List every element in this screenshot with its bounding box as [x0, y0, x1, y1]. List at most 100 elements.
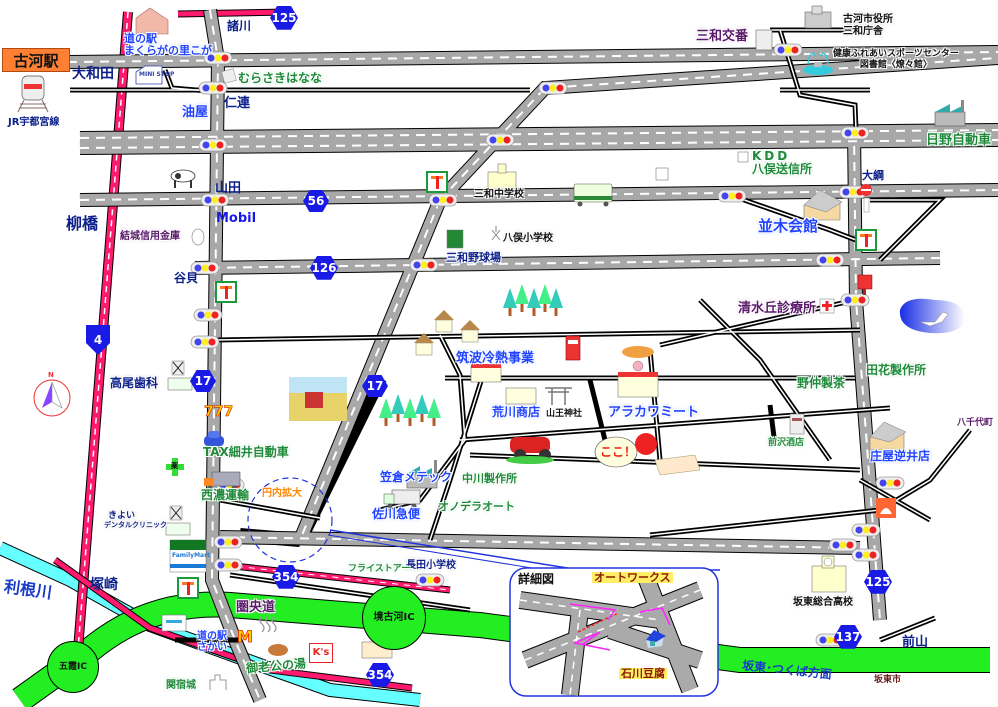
traffic-signal-icon	[828, 538, 858, 552]
michinoeki-building-icon	[135, 7, 169, 35]
takao-dental-label[interactable]: 高尾歯科	[110, 376, 159, 390]
kdd-line1: KDD	[752, 149, 791, 163]
tahana-label[interactable]: 田花製作所	[866, 363, 927, 377]
route-shield-r17b: 17	[362, 375, 388, 398]
svg-text:777: 777	[204, 404, 233, 420]
koga-station-label[interactable]: 古河駅	[2, 48, 70, 72]
michinoeki-sakai-label[interactable]: 道の駅 さかい	[197, 631, 227, 653]
detail-title: 詳細図	[518, 572, 555, 586]
yamata-es-label[interactable]: 八俣小学校	[503, 233, 553, 244]
traffic-signal-icon	[213, 558, 243, 572]
mcdonalds-icon: M	[237, 627, 254, 647]
koko-label[interactable]: ここ！	[600, 445, 637, 459]
traffic-signal-icon	[198, 138, 228, 152]
seino-label[interactable]: 西濃運輸	[201, 488, 250, 502]
traffic-signal-icon	[193, 308, 223, 322]
tree-icon	[503, 288, 517, 316]
arakawa-shoten-label[interactable]: 荒川商店	[492, 405, 541, 419]
traffic-signal-icon	[838, 185, 868, 199]
traffic-signal-icon	[190, 335, 220, 349]
area-yachiyo: 八千代町	[957, 418, 994, 428]
route-shield-r126: 126	[310, 256, 338, 280]
nagata-es-label[interactable]: 長田小学校	[406, 560, 456, 571]
kiyoi-dental-label[interactable]: きよい デンタルクリニック	[104, 511, 167, 530]
bando-hs-label[interactable]: 坂東総合高校	[793, 597, 853, 608]
familymart-label[interactable]: FamilyMart	[172, 552, 210, 559]
arakawa-meat-building-icon	[617, 346, 659, 398]
kdd-label[interactable]: KDD 八俣送信所	[752, 150, 812, 175]
sports-center-label[interactable]: 健康ふれあいスポーツセンター 図書館〈燎々館〉	[833, 49, 959, 72]
sagawa-label[interactable]: 佐川急便	[372, 507, 421, 521]
seino-truck-icon	[204, 471, 241, 491]
arakawa-meat-label[interactable]: アラカワミート	[608, 405, 700, 420]
onodera-label[interactable]: オノデラオート	[438, 500, 515, 513]
tax-hosoi-label[interactable]: TAX細井自動車	[203, 445, 289, 459]
yuki-shinkin-label[interactable]: 結城信用金庫	[120, 231, 180, 242]
traffic-signal-icon	[875, 476, 905, 490]
roads-local	[70, 27, 972, 643]
ks-label: K's	[312, 647, 330, 658]
nakagawa-label[interactable]: 中川製作所	[462, 472, 517, 485]
fried-store-label[interactable]: フライストアー	[348, 564, 411, 574]
no-entry-sign-icon	[860, 184, 872, 213]
tree-icon	[391, 394, 405, 422]
traffic-signal-icon	[428, 193, 458, 207]
sports-center-line1: 健康ふれあいスポーツセンター	[833, 49, 959, 59]
sports-center-line2: 図書館〈燎々館〉	[859, 60, 932, 71]
bando-school-icon	[811, 555, 847, 593]
fountain-icon	[803, 52, 833, 75]
michinoeki-line2: まくらがの里こが	[124, 44, 212, 58]
gas-station-icon	[565, 335, 581, 361]
traffic-signal-icon	[203, 51, 233, 65]
ishikawa-tofu-label[interactable]: 石川豆腐	[619, 667, 667, 680]
ks-denki-logo[interactable]: K's	[309, 643, 333, 663]
goka-ic[interactable]: 五霞IC	[47, 641, 99, 693]
post-box-icon	[857, 274, 873, 295]
area-omi: 大綱	[862, 169, 884, 182]
sanwa-koban-label[interactable]: 三和交番	[696, 29, 749, 44]
michinoeki-koga-label[interactable]: 道の駅 まくらがの里こが	[124, 32, 212, 58]
svg-text:M: M	[237, 627, 253, 646]
school-mark-icon	[491, 226, 501, 241]
autoworks-label[interactable]: オートワークス	[592, 571, 673, 584]
traffic-signal-icon	[415, 573, 445, 587]
ennai-label: 円内拡大	[262, 488, 302, 499]
murasaki-label[interactable]: むらさきはなな	[238, 71, 323, 85]
namiki-kaikan-label[interactable]: 並木会館	[758, 217, 819, 235]
hino-label[interactable]: 日野自動車	[926, 133, 992, 148]
kiyoi-line1: きよい	[108, 511, 136, 521]
sanno-shrine-label[interactable]: 山王神社	[546, 409, 583, 419]
castle-icon	[209, 674, 227, 690]
nonaka-label[interactable]: 野仲製茶	[797, 376, 846, 390]
area-yagai: 谷貝	[174, 271, 199, 285]
area-niren: 仁連	[224, 96, 251, 111]
sanwa-stadium-label[interactable]: 三和野球場	[446, 251, 501, 264]
traffic-signal-icon	[840, 126, 870, 140]
area-bando-city: 坂東市	[874, 675, 902, 685]
route-shield-r137: 137	[834, 625, 862, 649]
sakai-koga-ic-label: 境古河IC	[373, 612, 415, 623]
route-shield-r125-bottom: 125	[864, 570, 892, 594]
koban-icon	[755, 29, 773, 51]
route-shield-r125-top: 125	[270, 6, 298, 30]
arakawa-shoten-icon	[505, 387, 537, 405]
sakai-koga-ic[interactable]: 境古河IC	[362, 586, 426, 650]
fire-icon	[876, 498, 896, 518]
house-icon	[460, 320, 480, 343]
kasakura-label[interactable]: 笠倉メテック	[380, 470, 453, 484]
clinic-cross-icon	[819, 298, 835, 314]
shimizu-clinic-label[interactable]: 清水丘診療所	[738, 301, 817, 316]
hot-spring-icon	[259, 615, 277, 633]
sekiyado-label[interactable]: 関宿城	[166, 680, 196, 691]
tsukuba-reinetsu-label[interactable]: 筑波冷熱事業	[456, 351, 535, 366]
mobil-label[interactable]: Mobil	[216, 211, 257, 226]
goka-ic-label: 五霞IC	[59, 661, 87, 672]
sanwa-jhs-label[interactable]: 三和中学校	[474, 189, 524, 200]
shoya-label[interactable]: 庄屋逆井店	[870, 449, 931, 463]
tractor-icon	[506, 437, 554, 464]
tsukuba-reinetsu-icon	[470, 364, 502, 383]
tree-icon	[549, 288, 563, 316]
maezawa-label[interactable]: 前沢酒店	[768, 438, 805, 448]
city-hall-label[interactable]: 古河市役所 三和庁舎	[843, 14, 893, 37]
